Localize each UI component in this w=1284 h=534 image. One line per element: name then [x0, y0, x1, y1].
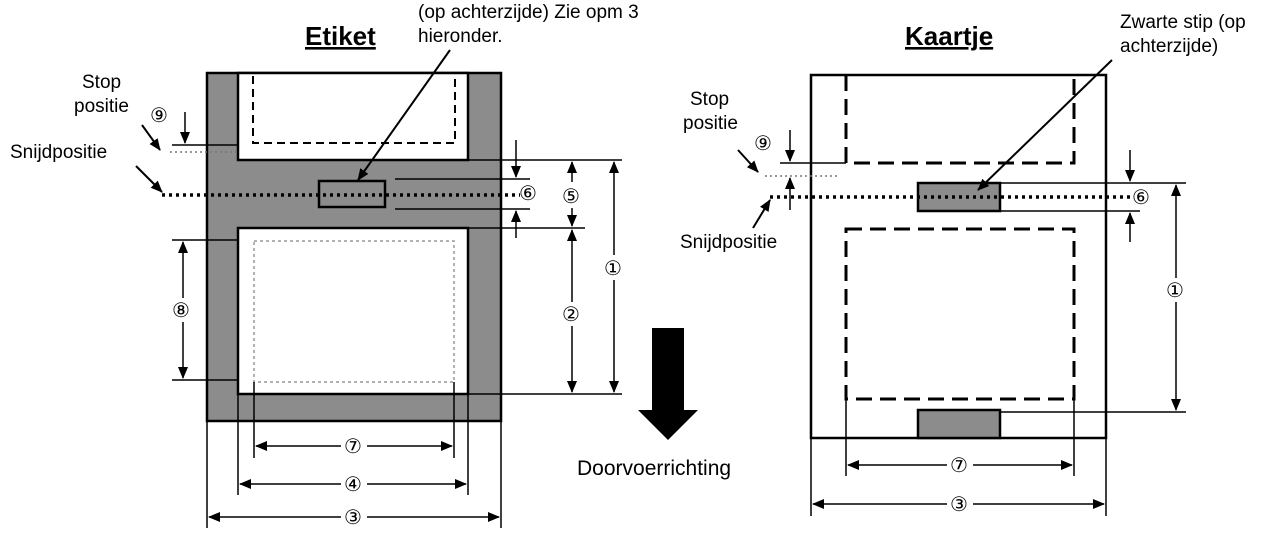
feed-direction-label: Doorvoerrichting	[577, 457, 731, 480]
label-dim-2: ②	[562, 304, 580, 326]
label-dim-9: ⑨	[150, 105, 168, 127]
lower-label	[236, 226, 470, 396]
label-dim-8: ⑧	[172, 300, 190, 322]
label-note-arrow	[357, 49, 451, 181]
card-dim-9: ⑨	[754, 133, 772, 155]
label-panel: Etiket (op achterzijde) Zie opm 3 hieron…	[10, 2, 639, 529]
card-mark-line1: Zwarte stip (op	[1120, 12, 1246, 33]
card-upper-print-area	[844, 75, 1076, 165]
card-body	[809, 73, 1108, 440]
card-dim-3: ③	[950, 494, 968, 516]
card-stop-arrow	[737, 149, 759, 173]
label-cut-position: Snijdpositie	[10, 142, 107, 163]
label-note-line2: hieronder.	[418, 26, 503, 47]
card-stop-line1: Stop	[690, 89, 729, 110]
card-panel: Kaartje Zwarte stip (op achterzijde) Sto…	[680, 12, 1246, 516]
label-dim-1: ①	[604, 258, 622, 280]
lower-label-print-area	[253, 240, 455, 383]
label-dim-4: ④	[344, 474, 362, 496]
label-dim-3: ③	[344, 507, 362, 529]
card-cut-position: Snijdpositie	[680, 232, 777, 253]
feed-direction-group: Doorvoerrichting	[577, 328, 731, 480]
label-dim-6: ⑥	[519, 183, 537, 205]
label-panel-title: Etiket	[305, 21, 376, 51]
card-mark-arrow	[977, 59, 1113, 191]
card-dim-6: ⑥	[1132, 187, 1150, 209]
feed-direction-arrow	[638, 328, 698, 440]
label-cut-arrow	[135, 165, 163, 193]
card-bottom-mark	[916, 408, 1002, 440]
card-dim-7: ⑦	[950, 455, 968, 477]
upper-label	[236, 71, 470, 162]
card-cut-arrow	[752, 199, 771, 229]
card-panel-title: Kaartje	[905, 21, 993, 51]
card-stop-line2: positie	[683, 113, 738, 134]
label-dim-5: ⑤	[562, 186, 580, 208]
card-lower-print-area	[844, 227, 1076, 401]
label-stop-line2: positie	[74, 96, 129, 117]
label-stop-line1: Stop	[82, 72, 121, 93]
label-note-line1: (op achterzijde) Zie opm 3	[418, 2, 639, 23]
label-stop-arrow	[141, 124, 161, 151]
label-dim-7: ⑦	[344, 436, 362, 458]
upper-label-print-area	[252, 72, 456, 144]
card-mark-line2: achterzijde)	[1120, 36, 1218, 57]
card-dim-1: ①	[1166, 280, 1184, 302]
